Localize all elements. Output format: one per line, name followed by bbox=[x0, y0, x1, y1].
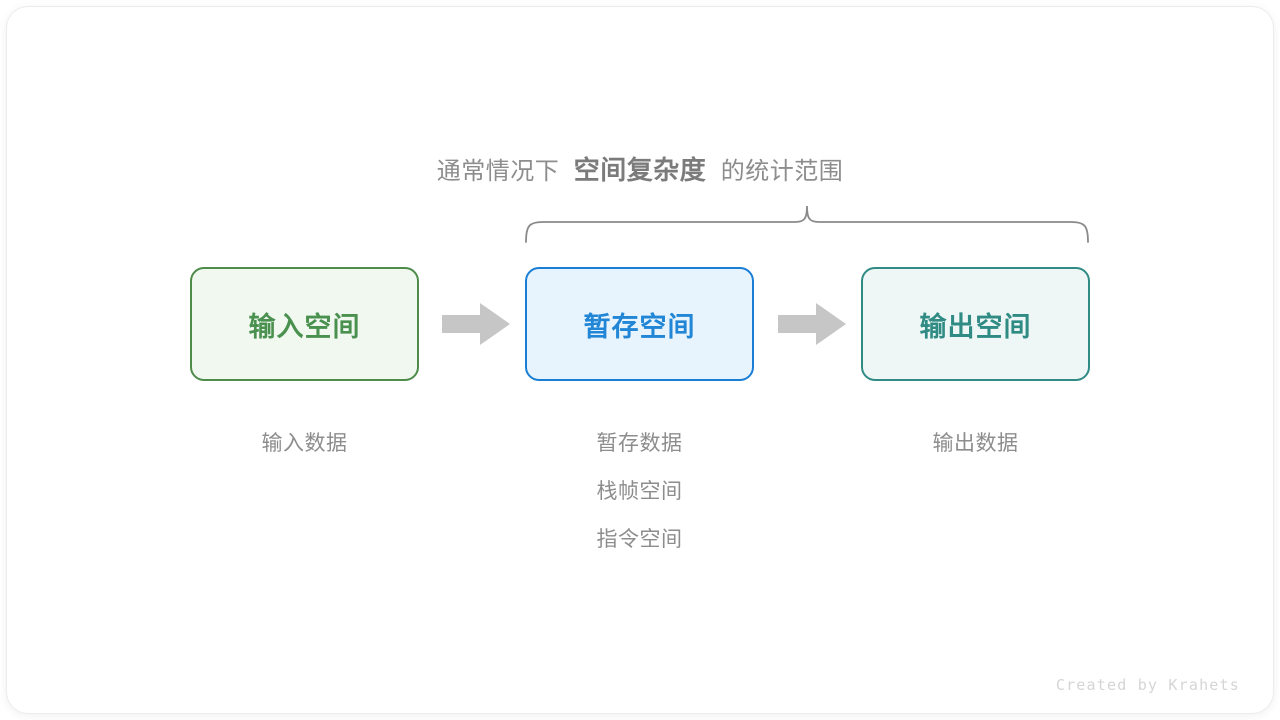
box-temp-space-label: 暂存空间 bbox=[583, 311, 696, 342]
scope-brace-icon bbox=[525, 205, 1089, 243]
caption-item: 输出数据 bbox=[932, 432, 1019, 455]
right-arrow-icon bbox=[442, 303, 510, 345]
diagram-title: 通常情况下 空间复杂度 的统计范围 bbox=[0, 150, 1280, 187]
watermark: Created by Krahets bbox=[1055, 676, 1240, 694]
caption-group-temp: 暂存数据 栈帧空间 指令空间 bbox=[525, 420, 754, 564]
title-suffix: 的统计范围 bbox=[720, 158, 844, 185]
box-temp-space[interactable]: 暂存空间 bbox=[525, 267, 754, 381]
box-input-space[interactable]: 输入空间 bbox=[190, 267, 419, 381]
caption-group-output: 输出数据 bbox=[861, 420, 1090, 468]
title-prefix: 通常情况下 bbox=[436, 158, 560, 185]
box-output-space-label: 输出空间 bbox=[919, 311, 1032, 342]
caption-group-input: 输入数据 bbox=[190, 420, 419, 468]
title-emphasis: 空间复杂度 bbox=[573, 155, 707, 185]
right-arrow-icon bbox=[778, 303, 846, 345]
caption-item: 暂存数据 bbox=[596, 432, 683, 455]
caption-item: 栈帧空间 bbox=[596, 480, 683, 503]
box-input-space-label: 输入空间 bbox=[248, 311, 361, 342]
caption-item: 指令空间 bbox=[596, 528, 683, 551]
box-output-space[interactable]: 输出空间 bbox=[861, 267, 1090, 381]
arrow-input-to-temp bbox=[442, 303, 510, 345]
caption-item: 输入数据 bbox=[261, 432, 348, 455]
arrow-temp-to-output bbox=[778, 303, 846, 345]
scope-brace bbox=[515, 196, 1100, 251]
